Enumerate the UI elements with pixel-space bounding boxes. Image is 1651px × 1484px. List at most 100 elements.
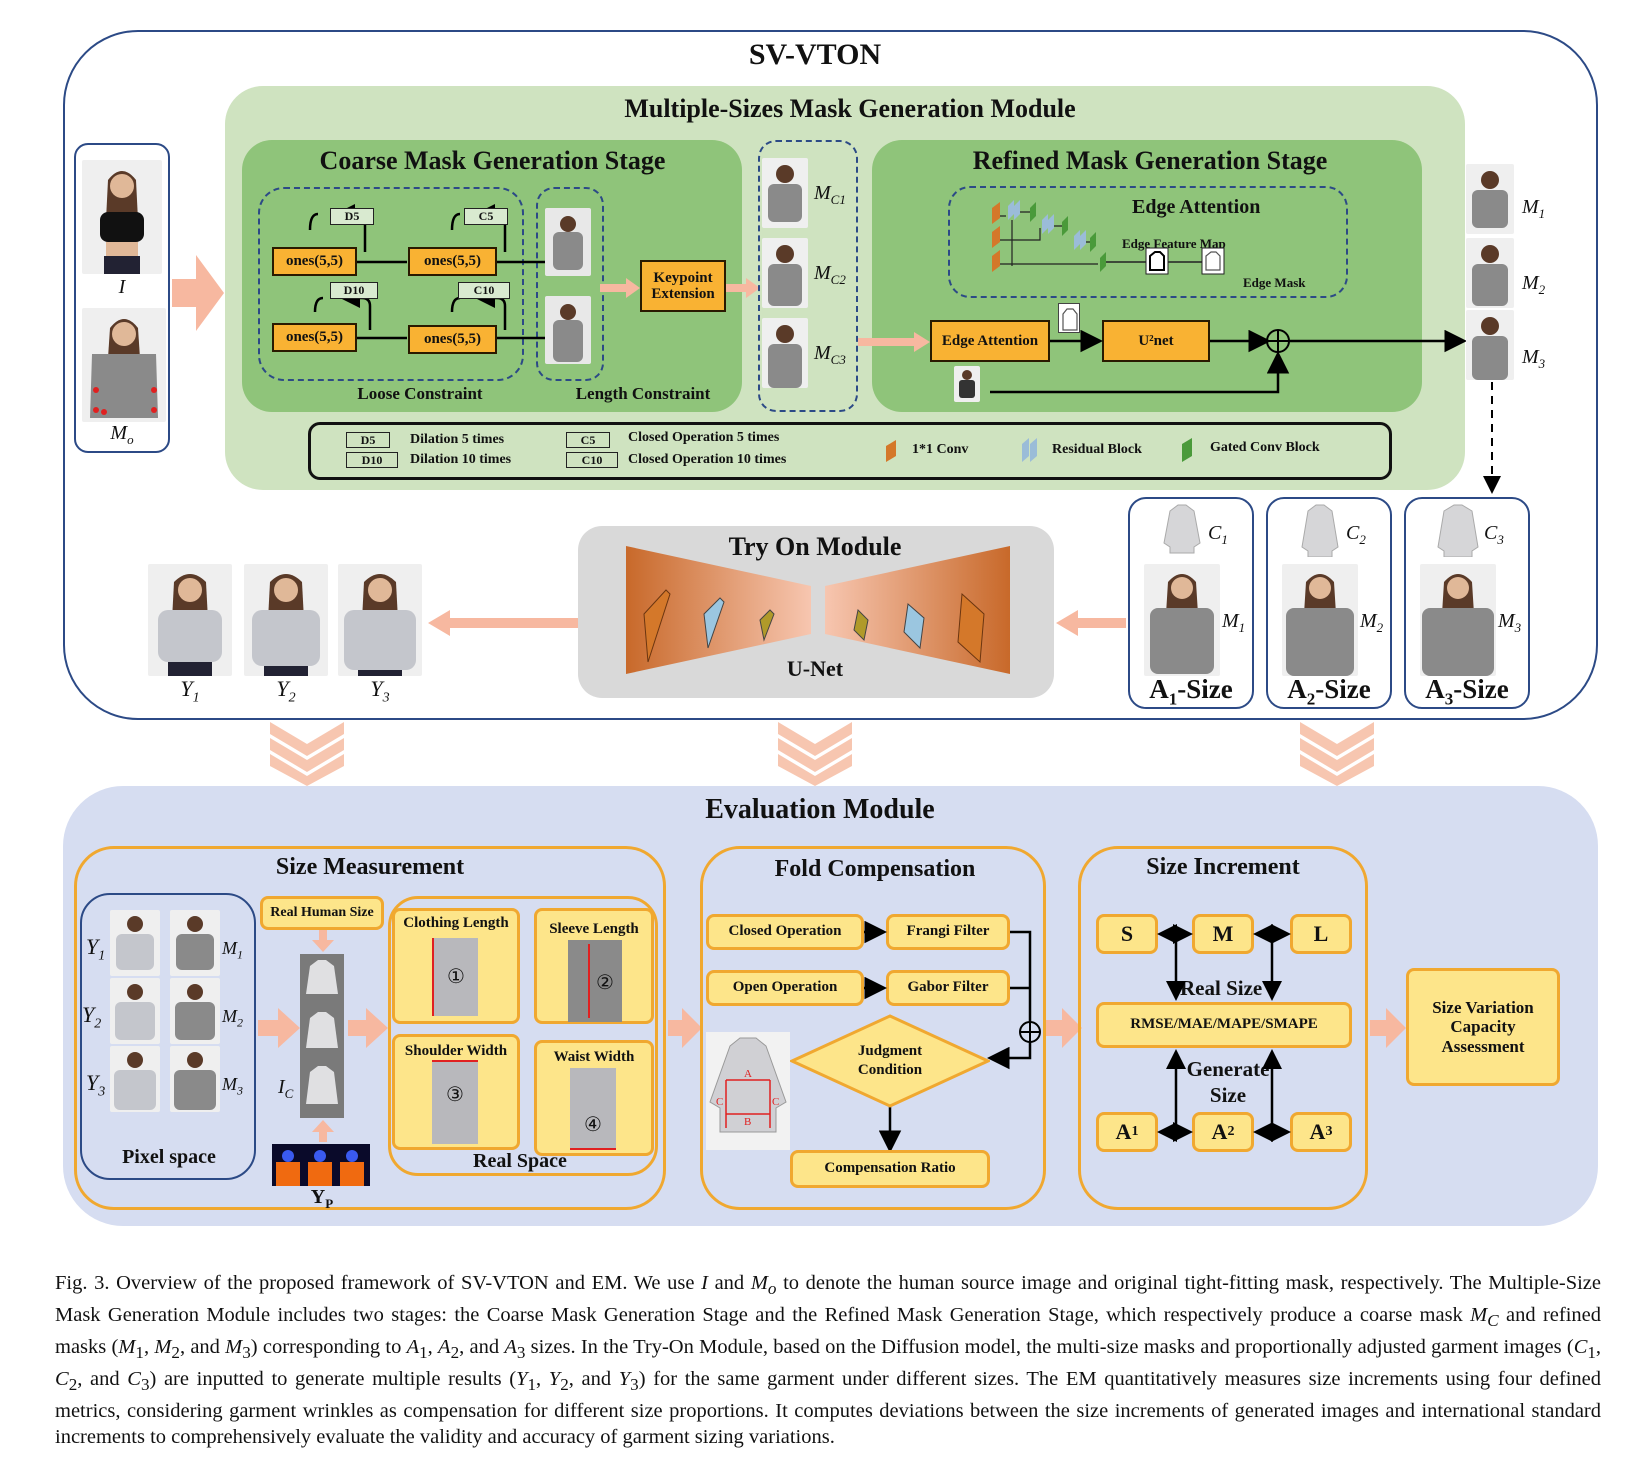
m1-output-label: M1 [1522,196,1546,221]
generate-size-label: Generate Size [1186,1057,1270,1107]
c3-label: C3 [1484,522,1504,547]
input-group [74,143,170,453]
ic-label: IC [278,1076,294,1101]
person-small-image [954,366,980,402]
arrow-sm-to-fold [668,1008,702,1048]
arrow-increment-to-assessment [1370,1008,1406,1048]
chevron-down-icon-center [778,722,852,786]
pixel-m3-label: M3 [222,1074,243,1098]
garment-letter-c-right: C [772,1096,780,1108]
pixel-m3-image [170,1046,220,1112]
garment-letter-a: A [744,1068,752,1080]
shoulder-width-number: ③ [446,1084,464,1106]
edge-attention-box: Edge Attention [930,320,1050,362]
fold-compensation-panel [700,846,1046,1210]
edge-attention-network [992,200,1225,275]
pixel-m2-image [170,978,220,1044]
ones-box-3: ones(5,5) [272,323,357,352]
shoulder-width-label: Shoulder Width [404,1043,508,1059]
gabor-filter-box: Gabor Filter [886,970,1010,1006]
frangi-filter-box: Frangi Filter [886,914,1010,950]
c2-label: C2 [1346,522,1366,547]
pixel-y2-image [110,978,160,1044]
edge-feature-map-label: Edge Feature Map [1122,236,1226,251]
refined-stage-title: Refined Mask Generation Stage [972,146,1328,175]
metrics-box: RMSE/MAE/MAPE/SMAPE [1096,1002,1352,1048]
arrow-to-mc [726,278,760,298]
size-m-box: M [1192,914,1254,954]
arrow-pixel-to-ic [258,1008,300,1048]
legend-conv-icon [886,440,896,462]
open-operation-box: Open Operation [706,970,864,1006]
figure-caption: Fig. 3. Overview of the proposed framewo… [55,1272,1602,1449]
size-a1-mask-image [1144,564,1220,676]
mc-group [758,140,858,412]
y1-label: Y1 [180,676,200,706]
label-mo: Mo [110,422,134,447]
arrow-sizes-to-tryon [1056,610,1126,636]
ones-box-2: ones(5,5) [408,247,497,276]
real-space-label: Real Space [473,1150,567,1172]
y2-image [244,564,328,676]
judgment-condition-label: Judgment Condition [857,1043,923,1078]
unet-label: U-Net [786,656,844,681]
size-panel-a1 [1128,497,1254,709]
pixel-space-label: Pixel space [122,1146,216,1168]
fold-compensation-title: Fold Compensation [774,856,976,882]
arrow-ic-to-real [348,1008,388,1048]
m2-output-label: M2 [1522,272,1546,297]
tag-d10: D10 [330,282,378,299]
sv-vton-title: SV-VTON [748,38,882,71]
y2-label: Y2 [276,676,296,706]
c1-label: C1 [1208,522,1228,547]
clothing-length-number: ① [447,966,465,988]
sleeve-length-image: ② [568,940,622,1022]
mc2-label: MC2 [814,262,846,287]
sleeve-length-number: ② [596,972,614,994]
size-panel-a2 [1266,497,1392,709]
arrow-mc-to-edge [858,332,930,352]
ones-box-4: ones(5,5) [408,325,497,354]
m3-output-image [1466,310,1514,380]
edge-small-image [1058,303,1080,333]
yp-label: YP [310,1186,334,1211]
waist-width-label: Waist Width [553,1049,635,1065]
arrow-to-keypoint [600,278,640,298]
tag-c10: C10 [458,282,510,299]
shoulder-width-image: ③ [432,1060,478,1144]
legend-residual-text: Residual Block [1052,442,1142,457]
legend-residual-icon [1022,438,1037,462]
garment-c1-image [1160,503,1204,557]
m3-output-label: M3 [1522,346,1546,371]
arrow-fold-to-increment [1046,1008,1082,1048]
legend-conv-text: 1*1 Conv [912,442,969,457]
size-a1-label: A1-Size [1149,674,1233,709]
m1-output-image [1466,164,1514,234]
length-constraint-label: Length Constraint [575,384,711,403]
arrow-yp-to-ic [312,1120,334,1142]
real-space-group [388,896,658,1176]
pixel-m2-label: M2 [222,1006,243,1030]
clothing-length-image: ① [432,938,478,1016]
size-panel-a3 [1404,497,1530,709]
legend-c5-tag: C5 [566,432,610,448]
coarse-stage-title: Coarse Mask Generation Stage [319,146,666,175]
sleeve-length-label: Sleeve Length [549,921,639,937]
size-s-box: S [1096,914,1158,954]
pixel-y1-label: Y1 [86,934,106,964]
garment-c2-image [1298,503,1342,558]
m2-output-image [1466,238,1514,308]
pixel-m1-image [170,910,220,976]
evaluation-title: Evaluation Module [705,794,935,825]
legend-c5-text: Closed Operation 5 times [628,430,780,445]
size-measurement-title: Size Measurement [275,854,465,880]
msmg-title: Multiple-Sizes Mask Generation Module [624,94,1076,123]
loose-constraint-group [258,187,524,381]
arrow-rhs-to-ic [312,930,334,952]
label-i: I [118,276,126,298]
ic-image-strip [300,954,344,1118]
y3-label: Y3 [370,676,390,706]
judgment-condition-diamond [790,1014,990,1108]
